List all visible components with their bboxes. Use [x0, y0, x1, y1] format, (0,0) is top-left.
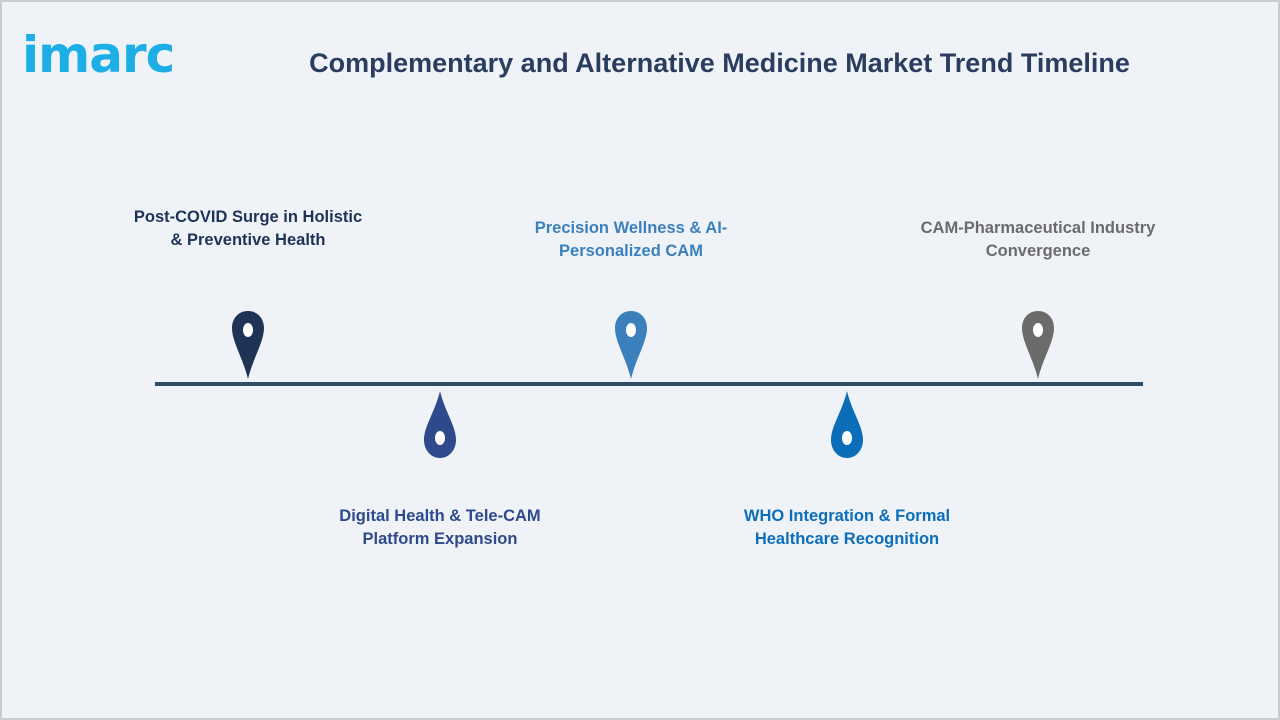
milestone-4-label: WHO Integration & Formal Healthcare Reco…	[743, 507, 951, 548]
milestone-4-pin-icon	[830, 390, 864, 460]
milestone-5-pin-icon	[1021, 310, 1055, 380]
milestone-1-pin-icon	[231, 310, 265, 380]
page-title: Complementary and Alternative Medicine M…	[309, 48, 1130, 78]
milestone-3-pin-icon	[614, 310, 648, 380]
timeline-line	[155, 382, 1143, 386]
imarc-logo: imarc	[22, 16, 204, 80]
milestone-2-pin-icon	[423, 390, 457, 460]
milestone-1-label: Post-COVID Surge in Holistic & Preventiv…	[133, 208, 363, 249]
milestone-3-label: Precision Wellness & AI-Personalized CAM	[534, 219, 728, 260]
logo-wordmark: imarc	[22, 26, 175, 84]
milestone-5-label: CAM-Pharmaceutical Industry Convergence	[920, 219, 1156, 260]
milestone-2-label: Digital Health & Tele-CAM Platform Expan…	[339, 507, 541, 548]
